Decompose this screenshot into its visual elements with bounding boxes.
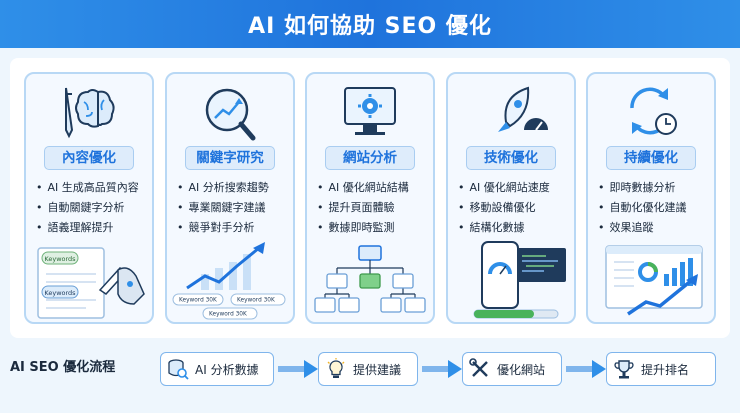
list-item: AI 優化網站結構 xyxy=(317,178,435,198)
list-item: 即時數據分析 xyxy=(598,178,716,198)
card-list: 即時數據分析 自動化優化建議 效果追蹤 xyxy=(598,178,716,238)
refresh-clock-icon xyxy=(630,87,677,135)
flow-label: AI SEO 優化流程 xyxy=(10,360,116,375)
mobile-speed-illustration xyxy=(473,241,566,319)
tools-icon xyxy=(469,358,488,377)
flow-step-suggest: 提供建議 xyxy=(318,352,418,386)
card-content-optimization: 內容優化 AI 生成高品質內容 自動關鍵字分析 語義理解提升 Keywords … xyxy=(24,72,154,324)
list-item: 自動化優化建議 xyxy=(598,198,716,218)
card-continuous-optimization: 持續優化 即時數據分析 自動化優化建議 效果追蹤 xyxy=(586,72,716,324)
database-search-icon xyxy=(168,359,189,380)
list-item: 競爭對手分析 xyxy=(177,218,295,238)
keyword-pill: Keyword 30K xyxy=(237,298,275,304)
card-technical-optimization: 技術優化 AI 優化網站速度 移動設備優化 結構化數據 xyxy=(446,72,576,324)
flow-arrow-icon xyxy=(422,360,462,378)
card-list: AI 優化網站速度 移動設備優化 結構化數據 xyxy=(458,178,576,238)
page-title: AI 如何協助 SEO 優化 xyxy=(248,14,492,39)
flow-step-analyze-data: AI 分析數據 xyxy=(160,352,274,386)
list-item: 效果追蹤 xyxy=(598,218,716,238)
list-item: AI 優化網站速度 xyxy=(458,178,576,198)
dashboard-growth-illustration xyxy=(605,245,703,316)
magnifier-chart-icon xyxy=(205,88,256,141)
flow-step-label: 提供建議 xyxy=(353,362,402,377)
list-item: 數據即時監測 xyxy=(317,218,435,238)
list-item: 自動關鍵字分析 xyxy=(36,198,154,218)
brain-pen-icon xyxy=(65,87,115,139)
card-list: AI 優化網站結構 提升頁面體驗 數據即時監測 xyxy=(317,178,435,238)
monitor-gear-icon xyxy=(344,87,396,135)
card-title: 網站分析 xyxy=(325,146,415,170)
list-item: 專業關鍵字建議 xyxy=(177,198,295,218)
flow-arrow-icon xyxy=(566,360,606,378)
rocket-gauge-icon xyxy=(498,86,548,132)
card-title: 技術優化 xyxy=(466,146,556,170)
keyword-tag: Keywords xyxy=(44,255,76,263)
list-item: AI 生成高品質內容 xyxy=(36,178,154,198)
list-item: 語義理解提升 xyxy=(36,218,154,238)
sitemap-illustration xyxy=(314,245,426,313)
card-list: AI 分析搜索趨勢 專業關鍵字建議 競爭對手分析 xyxy=(177,178,295,238)
list-item: 移動設備優化 xyxy=(458,198,576,218)
card-title: 關鍵字研究 xyxy=(185,146,275,170)
list-item: 提升頁面體驗 xyxy=(317,198,435,218)
card-keyword-research: 關鍵字研究 AI 分析搜索趨勢 專業關鍵字建議 競爭對手分析 Keyword 3… xyxy=(165,72,295,324)
flow-arrow-icon xyxy=(278,360,318,378)
list-item: 結構化數據 xyxy=(458,218,576,238)
card-title: 持續優化 xyxy=(606,146,696,170)
card-site-analysis: 網站分析 AI 優化網站結構 提升頁面體驗 數據即時監測 xyxy=(305,72,435,324)
card-title: 內容優化 xyxy=(44,146,134,170)
flow-step-improve-ranking: 提升排名 xyxy=(606,352,716,386)
flow-step-label: AI 分析數據 xyxy=(195,362,259,377)
card-list: AI 生成高品質內容 自動關鍵字分析 語義理解提升 xyxy=(36,178,154,238)
keyword-pill: Keyword 30K xyxy=(179,298,217,304)
flow-step-optimize-site: 優化網站 xyxy=(462,352,562,386)
keyword-pill: Keyword 30K xyxy=(209,312,247,318)
document-robot-hand-illustration: Keywords Keywords xyxy=(37,247,145,319)
flow-step-label: 優化網站 xyxy=(497,362,546,377)
title-bar: AI 如何協助 SEO 優化 xyxy=(0,0,740,48)
lightbulb-icon xyxy=(327,358,345,378)
keyword-tag: Keywords xyxy=(44,289,76,297)
trend-chart-illustration: Keyword 30K Keyword 30K Keyword 30K xyxy=(172,242,286,320)
list-item: AI 分析搜索趨勢 xyxy=(177,178,295,198)
trophy-icon xyxy=(614,360,634,379)
flow-step-label: 提升排名 xyxy=(641,362,690,377)
